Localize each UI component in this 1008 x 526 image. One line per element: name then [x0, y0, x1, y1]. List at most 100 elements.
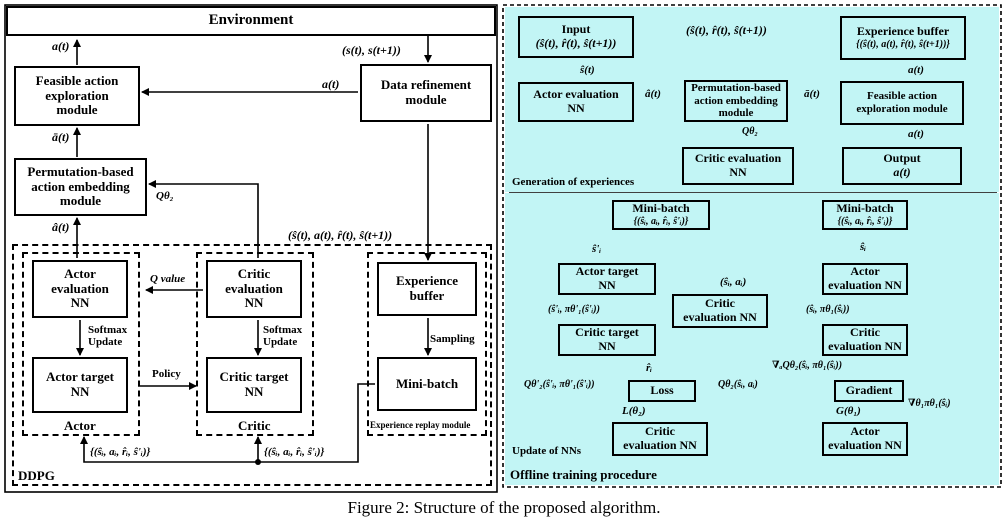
- upd2-actor-out-line-2: evaluation NN: [828, 438, 902, 452]
- upd-critic-target-line-2: NN: [598, 339, 616, 353]
- label-a-t-mid: a(t): [322, 77, 340, 91]
- label-policy: Policy: [152, 368, 181, 380]
- label-sampling: Sampling: [430, 333, 475, 345]
- label-upd-q-target: Qθ'₂(ŝ'ᵢ, πθ'₁(ŝ'ᵢ)): [524, 379, 595, 390]
- critic-evaluation-box: Critic evaluation NN: [206, 260, 302, 318]
- critic-target-box: Critic target NN: [206, 357, 302, 413]
- gen-buffer-label: Experience buffer: [856, 24, 950, 39]
- label-gen-ahat: â(t): [645, 88, 661, 100]
- gen-critic-line-1: Critic evaluation: [694, 151, 782, 166]
- label-actor-group: Actor: [64, 418, 96, 433]
- upd-critic-out-line-2: evaluation NN: [623, 438, 697, 452]
- arrow-batch-to-actor: [80, 383, 375, 463]
- offline-title: Offline training procedure: [510, 467, 657, 482]
- label-abar-t: ā(t): [52, 130, 70, 144]
- label-ddpg: DDPG: [18, 468, 55, 483]
- environment-box: Environment: [6, 6, 496, 36]
- label-q-theta2: Qθ₂: [156, 190, 174, 202]
- label-upd-s-a: (ŝᵢ, aᵢ): [720, 276, 747, 288]
- ddpg-group: [12, 244, 492, 486]
- gen-critic-line-2: NN: [729, 165, 747, 179]
- label-gen-top-tuple: (ŝ(t), r̂(t), ŝ(t+1)): [686, 23, 767, 37]
- upd-critic-eval-line-1: Critic: [705, 296, 735, 311]
- upd-critic-eval-box: Critic evaluation NN: [672, 294, 768, 328]
- input-tuple: (ŝ(t), r̂(t), ŝ(t+1)): [535, 36, 617, 50]
- gen-perm-line-2: action embedding: [694, 94, 778, 107]
- data-refinement-box: Data refinement module: [360, 64, 492, 122]
- mini-batch-label: Mini-batch: [395, 375, 459, 391]
- upd2-mini-batch-box: Mini-batch {(ŝᵢ, aᵢ, r̂ᵢ, ŝ'ᵢ)}: [822, 200, 908, 230]
- upd-critic-out-line-1: Critic: [645, 424, 675, 439]
- gen-actor-eval-box: Actor evaluation NN: [518, 82, 634, 122]
- mini-batch-box: Mini-batch: [377, 357, 477, 411]
- actor-group: [22, 252, 140, 436]
- replay-group: [367, 252, 487, 436]
- actor-eval-line-1: Actor: [64, 265, 96, 281]
- environment-label: Environment: [208, 12, 294, 29]
- upd-critic-out-box: Critic evaluation NN: [612, 422, 708, 456]
- actor-eval-line-2: evaluation: [51, 280, 109, 296]
- label-upd2-grad-pi: ∇θ₁πθ₁(ŝᵢ): [908, 398, 951, 409]
- label-upd2-s: ŝᵢ: [860, 241, 867, 253]
- gen-feasible-line-2: exploration module: [856, 103, 948, 115]
- softmax-line-2: Softmax: [263, 324, 303, 336]
- update-line-1: Update: [88, 336, 123, 349]
- input-box: Input (ŝ(t), r̂(t), ŝ(t+1)): [518, 16, 634, 58]
- actor-target-box: Actor target NN: [32, 357, 128, 413]
- label-upd-l-theta: L(θ₂): [622, 405, 646, 417]
- upd2-gradient-box: Gradient: [834, 380, 904, 402]
- upd-batch-label: Mini-batch: [632, 201, 690, 216]
- feasible-line-1: Feasible action: [35, 72, 119, 88]
- label-gen-q-theta2: Qθ₂: [742, 126, 758, 137]
- upd-actor-target-line-2: NN: [598, 278, 616, 292]
- perm-line-1: Permutation-based: [27, 163, 134, 179]
- gen-output-box: Output a(t): [842, 147, 962, 185]
- upd-loss-box: Loss: [628, 380, 696, 402]
- figure-caption: Figure 2: Structure of the proposed algo…: [347, 498, 661, 517]
- label-s-pair: (s(t), s(t+1)): [342, 43, 401, 57]
- softmax-line-1: Softmax: [88, 324, 128, 336]
- refine-line-1: Data refinement: [380, 77, 472, 93]
- actor-target-line-2: NN: [70, 384, 90, 399]
- offline-frame: [502, 4, 1002, 488]
- upd2-actor-eval-line-2: evaluation NN: [828, 278, 902, 292]
- critic-eval-line-2: evaluation: [225, 280, 283, 296]
- upd2-critic-line-1: Critic: [850, 325, 880, 340]
- arrow-critic-to-perm: [148, 180, 259, 258]
- gen-perm-box: Permutation-based action embedding modul…: [684, 80, 788, 122]
- update-caption: Update of NNs: [512, 445, 582, 457]
- gen-feasible-line-1: Feasible action: [867, 90, 937, 103]
- actor-eval-line-3: NN: [70, 295, 90, 311]
- actor-evaluation-box: Actor evaluation NN: [32, 260, 128, 318]
- buffer-line-2: buffer: [409, 288, 445, 303]
- upd2-critic-line-2: evaluation NN: [828, 339, 902, 353]
- critic-eval-line-1: Critic: [237, 265, 271, 281]
- label-upd2-s-pi: (ŝᵢ, πθ₁(ŝᵢ)): [806, 304, 850, 315]
- label-batch-tuple-actor: {(ŝᵢ, aᵢ, r̂ᵢ, ŝ'ᵢ)}: [90, 446, 151, 458]
- label-a-t-top: a(t): [52, 39, 70, 53]
- upd-critic-target-box: Critic target NN: [558, 324, 656, 356]
- label-replay-group: Experience replay module: [370, 420, 471, 430]
- gen-actor-line-2: NN: [567, 101, 585, 115]
- perm-line-3: module: [59, 193, 102, 209]
- gen-perm-line-1: Permutation-based: [691, 82, 781, 95]
- gen-critic-eval-box: Critic evaluation NN: [682, 147, 794, 185]
- junction-dot: [255, 459, 261, 465]
- label-upd2-grad-q: ∇ₐQθ₂(ŝᵢ, πθ₁(ŝᵢ)): [772, 360, 843, 371]
- perm-module-box: Permutation-based action embedding modul…: [14, 158, 147, 216]
- upd-loss-label: Loss: [650, 383, 674, 398]
- label-batch-tuple-critic: {(ŝᵢ, aᵢ, r̂ᵢ, ŝ'ᵢ)}: [264, 446, 325, 458]
- experience-buffer-box: Experience buffer: [377, 262, 477, 316]
- upd2-batch-tuple: {(ŝᵢ, aᵢ, r̂ᵢ, ŝ'ᵢ)}: [837, 216, 893, 228]
- upd2-gradient-label: Gradient: [845, 383, 893, 398]
- label-tuple-to-buffer: (ŝ(t), a(t), r̂(t), ŝ(t+1)): [288, 228, 393, 242]
- label-gen-abar: ā(t): [804, 88, 820, 100]
- label-upd-s-prime: ŝ'ᵢ: [592, 243, 602, 255]
- refine-line-2: module: [405, 92, 447, 107]
- label-critic-group: Critic: [238, 418, 271, 433]
- actor-target-line-1: Actor target: [46, 369, 114, 385]
- upd-critic-target-line-1: Critic target: [575, 325, 639, 340]
- upd2-critic-box: Critic evaluation NN: [822, 324, 908, 356]
- gen-perm-line-3: module: [718, 107, 754, 120]
